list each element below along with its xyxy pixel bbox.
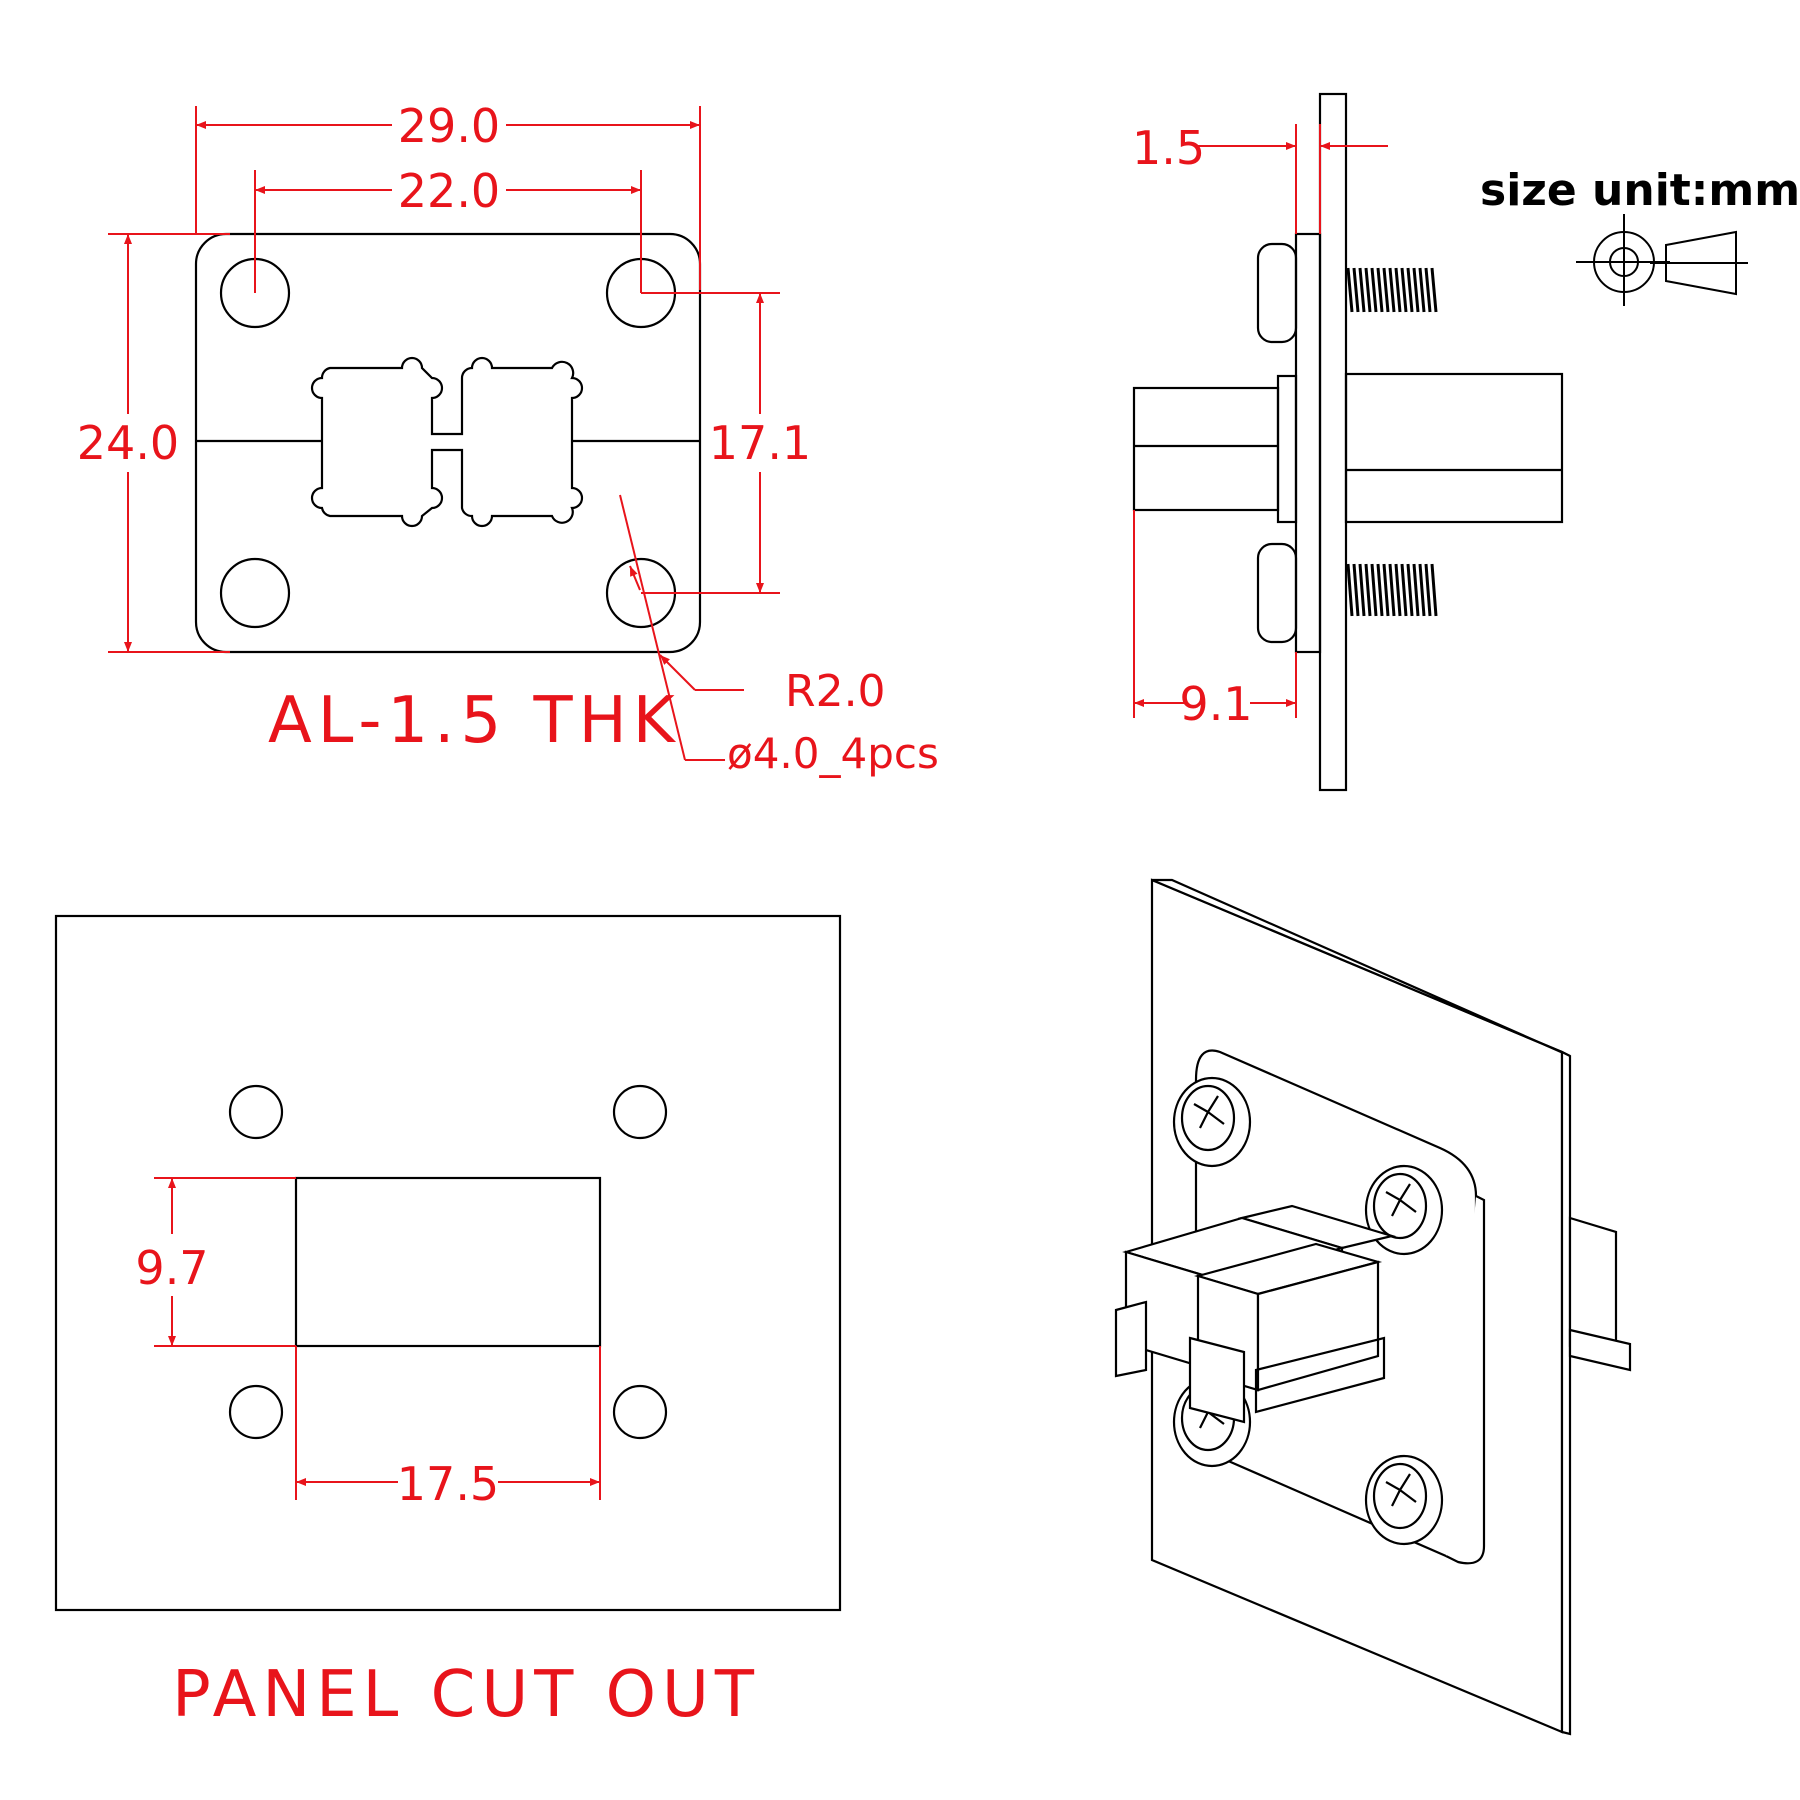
iso-screw <box>1364 1164 1444 1256</box>
iso-view <box>1114 878 1632 1736</box>
thread-line <box>1388 267 1396 313</box>
connector-right <box>1344 372 1564 524</box>
thread-line <box>1370 267 1378 313</box>
thread-line <box>1424 563 1432 617</box>
cutout-view <box>54 914 842 1612</box>
dim-height-24: 24.0 <box>77 416 179 470</box>
thread-line <box>1346 267 1354 313</box>
side-plate <box>1318 92 1348 792</box>
thread-line <box>1400 267 1408 313</box>
thread-line <box>1388 563 1396 617</box>
thread-line <box>1412 563 1420 617</box>
thread-line <box>1430 267 1438 313</box>
cut-hole <box>228 1084 284 1140</box>
thread-line <box>1364 267 1372 313</box>
dim-protrusion: 9.1 <box>1179 677 1252 731</box>
thread-line <box>1406 267 1414 313</box>
screw-threads <box>1346 267 1438 617</box>
iso-screw <box>1172 1076 1252 1168</box>
side-view <box>1132 92 1564 792</box>
thread-line <box>1376 563 1384 617</box>
front-view <box>194 232 702 654</box>
thread-line <box>1406 563 1414 617</box>
thread-line <box>1418 267 1426 313</box>
thread-line <box>1418 563 1426 617</box>
thread-line <box>1364 563 1372 617</box>
cutout-dimensions <box>154 1177 601 1500</box>
thread-line <box>1430 563 1438 617</box>
dim-hole-spacing-22: 22.0 <box>398 164 500 218</box>
projection-symbol <box>1576 214 1748 306</box>
rect-cutout <box>294 1176 602 1348</box>
dim-hole-callout: ø4.0_4pcs <box>727 729 939 778</box>
thread-line <box>1400 563 1408 617</box>
thread-line <box>1358 267 1366 313</box>
cut-hole <box>228 1384 284 1440</box>
screw-head <box>1256 242 1298 344</box>
thread-line <box>1370 563 1378 617</box>
screw-head <box>1256 542 1298 644</box>
thread-line <box>1376 267 1384 313</box>
thread-line <box>1352 563 1360 617</box>
thread-line <box>1394 267 1402 313</box>
mounting-hole <box>219 557 291 629</box>
flange <box>1294 232 1322 654</box>
thread-line <box>1346 563 1354 617</box>
front-dimensions <box>108 106 780 761</box>
side-dimensions <box>1133 124 1388 718</box>
dim-width-29: 29.0 <box>398 99 500 153</box>
panel <box>54 914 842 1612</box>
thread-line <box>1352 267 1360 313</box>
unit-note: size unit:mm <box>1480 165 1800 216</box>
iso-connector <box>1114 1204 1397 1424</box>
cut-hole <box>612 1084 668 1140</box>
dim-plate-thickness: 1.5 <box>1132 121 1205 175</box>
connector-left <box>1132 386 1280 512</box>
cutout-label: PANEL CUT OUT <box>172 1658 760 1732</box>
cut-hole <box>612 1384 668 1440</box>
thread-line <box>1412 267 1420 313</box>
thread-line <box>1382 267 1390 313</box>
thread-line <box>1394 563 1402 617</box>
iso-screw <box>1364 1454 1444 1546</box>
connector-cutout <box>310 356 584 528</box>
dim-cut-width: 17.5 <box>397 1457 499 1511</box>
dim-corner-radius: R2.0 <box>785 666 886 717</box>
material-note: AL-1.5 THK <box>268 684 681 758</box>
thread-line <box>1358 563 1366 617</box>
plate-outline <box>194 232 702 654</box>
dim-hole-spacing-17-1: 17.1 <box>709 416 811 470</box>
dim-cut-height: 9.7 <box>135 1241 208 1295</box>
thread-line <box>1424 267 1432 313</box>
thread-line <box>1382 563 1390 617</box>
